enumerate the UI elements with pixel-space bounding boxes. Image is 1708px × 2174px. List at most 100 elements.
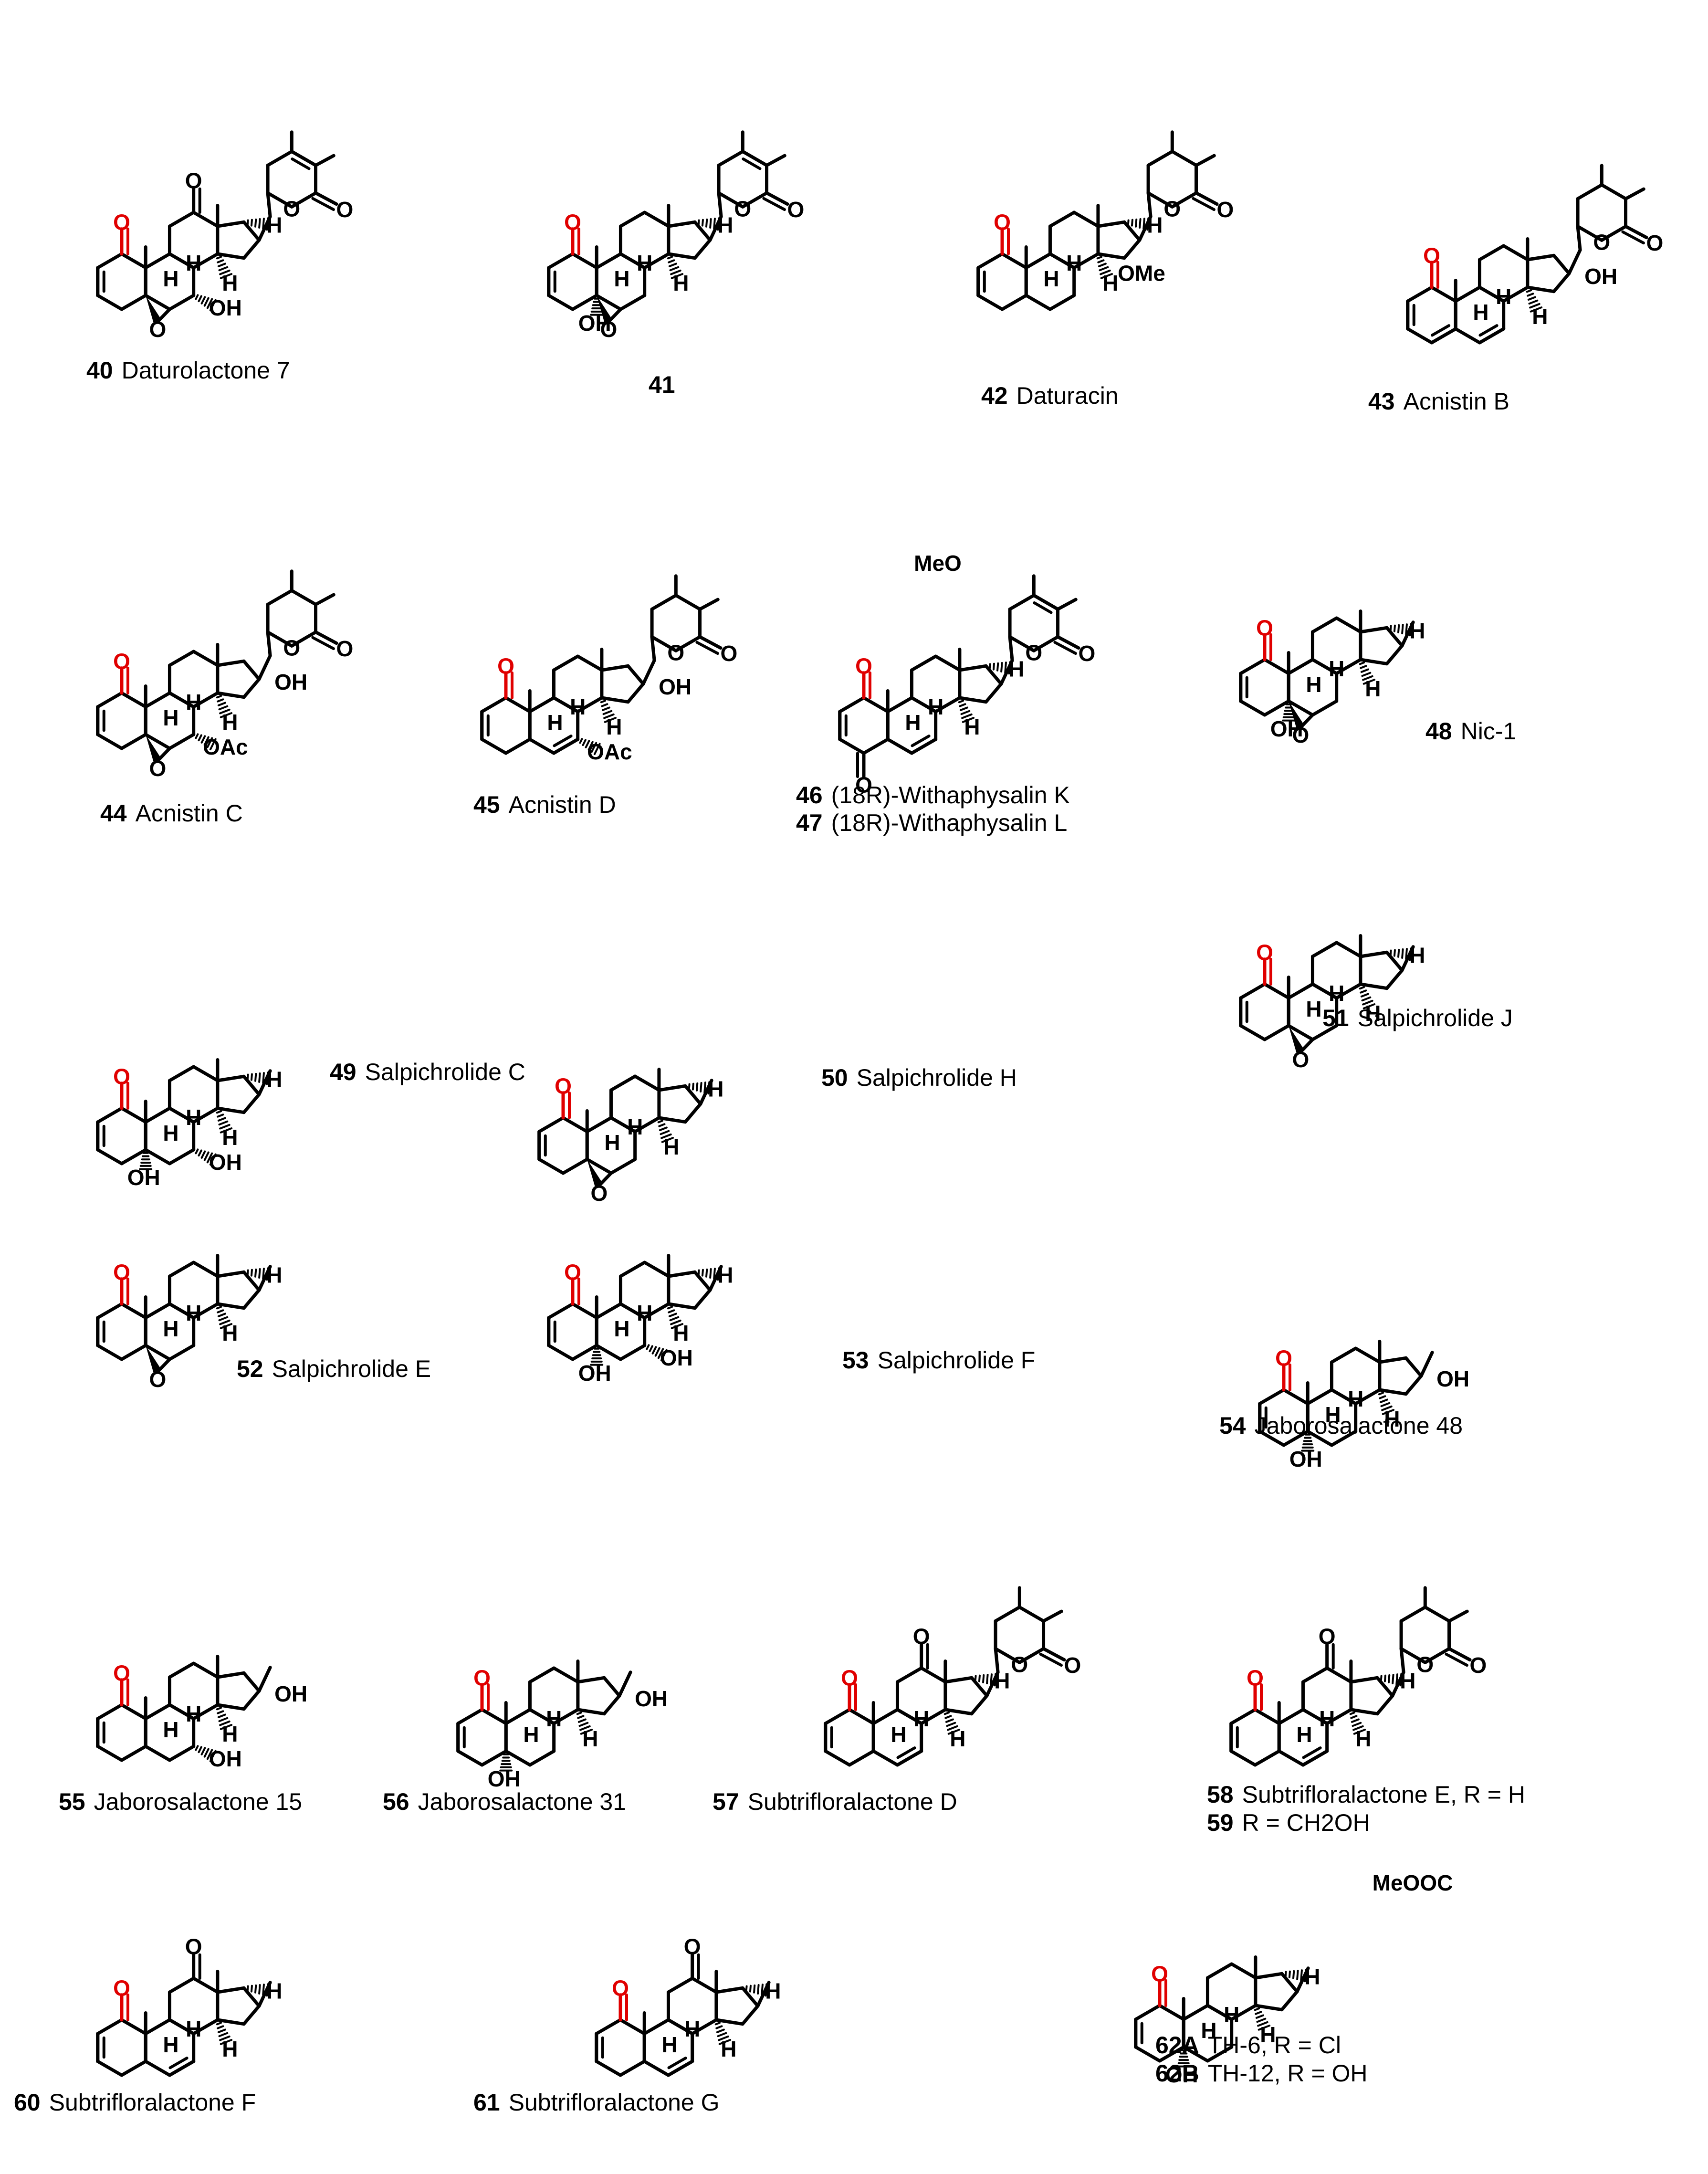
- bond: [96, 294, 124, 311]
- bond: [561, 1116, 589, 1134]
- ketone-oxygen: O: [113, 210, 130, 234]
- bond: [970, 1694, 989, 1716]
- bond: [1182, 2004, 1209, 2021]
- bond: [456, 1749, 484, 1767]
- bond: [192, 1106, 220, 1124]
- bond: [1032, 635, 1060, 652]
- carbonyl-oxygen: O: [1646, 231, 1664, 255]
- hash-bond: [209, 1153, 217, 1166]
- bond: [824, 1708, 851, 1725]
- hash-bond: [978, 1674, 981, 1682]
- hash-bond: [958, 700, 964, 704]
- bond: [976, 294, 1004, 311]
- hash-bond: [266, 1071, 269, 1085]
- ketone-oxygen: O: [473, 1665, 491, 1690]
- wedge-bond: [597, 295, 613, 324]
- bond: [1445, 1652, 1468, 1667]
- hash-bond: [659, 1126, 668, 1131]
- bond: [1600, 183, 1628, 200]
- compound-number: 41: [649, 371, 675, 398]
- bond: [674, 593, 702, 611]
- hash-bond: [714, 2022, 721, 2026]
- hash-bond: [1380, 1675, 1383, 1681]
- bond: [1378, 1356, 1408, 1364]
- bond: [1301, 1749, 1329, 1767]
- bond: [156, 746, 171, 763]
- hash-bond: [713, 1268, 716, 1280]
- junction-h: H: [1066, 251, 1082, 275]
- hash-bond: [1360, 989, 1367, 994]
- hash-bond: [1100, 269, 1111, 275]
- bond: [1008, 593, 1036, 611]
- substituent: OAc: [203, 735, 248, 759]
- compound-name: Jaborosalactone 31: [418, 1788, 626, 1815]
- bond: [643, 252, 671, 270]
- compound-name: Salpichrolide F: [878, 1347, 1036, 1374]
- hash-bond: [217, 2025, 224, 2029]
- compound-number: 51: [1322, 1005, 1349, 1031]
- hash-bond: [217, 2028, 226, 2033]
- bond: [650, 635, 678, 652]
- hash-bond: [947, 1729, 961, 1735]
- bond: [1280, 1990, 1299, 2012]
- compound-number: 45: [473, 791, 500, 818]
- hash-bond: [1257, 2021, 1268, 2027]
- bond: [618, 1302, 647, 1320]
- junction-h: H: [570, 694, 586, 719]
- bond: [480, 696, 508, 714]
- bond: [1258, 1388, 1286, 1406]
- hash-bond: [590, 742, 597, 753]
- bond: [504, 1708, 532, 1725]
- bond: [144, 252, 171, 270]
- bond: [1282, 1429, 1310, 1447]
- bond: [1205, 2004, 1234, 2021]
- hash-bond: [579, 1725, 591, 1731]
- bond: [1419, 1351, 1434, 1378]
- bond: [1122, 238, 1142, 260]
- hash-bond: [713, 218, 716, 230]
- hash-bond: [1528, 299, 1539, 305]
- hash-bond: [1360, 993, 1369, 998]
- ketone-oxygen: O: [113, 1064, 130, 1089]
- bond: [765, 191, 789, 206]
- junction-h: H: [222, 2037, 238, 2061]
- bond: [1302, 1746, 1322, 1759]
- hash-bond: [262, 218, 265, 230]
- bond: [910, 696, 938, 714]
- bond: [595, 2059, 622, 2077]
- bond: [1263, 699, 1290, 717]
- bond: [643, 210, 671, 228]
- bond: [1134, 2004, 1162, 2021]
- bond: [958, 664, 988, 672]
- hash-bond: [1362, 675, 1373, 681]
- bond: [571, 294, 598, 311]
- hash-bond: [1529, 303, 1540, 309]
- compound-name: (18R)-Withaphysalin K: [831, 782, 1070, 809]
- junction-h: H: [765, 1978, 781, 2003]
- bond: [120, 1703, 147, 1721]
- junction-h: H: [222, 1125, 238, 1150]
- bond: [216, 1302, 246, 1310]
- bond: [911, 735, 931, 747]
- hydroxyl: OH: [127, 1165, 160, 1190]
- ketone-oxygen: O: [841, 1665, 858, 1690]
- ketone-oxygen: O: [113, 1260, 130, 1284]
- bond: [693, 1288, 712, 1310]
- bond: [537, 1157, 565, 1175]
- bond: [96, 691, 124, 709]
- bond: [216, 2018, 246, 2026]
- bond: [886, 696, 913, 714]
- compound-name: Daturolactone 7: [122, 357, 290, 384]
- hash-bond: [577, 1715, 585, 1719]
- hash-bond: [671, 273, 684, 279]
- bond: [691, 1976, 718, 1994]
- junction-h: H: [661, 2032, 677, 2057]
- junction-h: H: [1325, 1402, 1341, 1427]
- hydroxyl: OH: [635, 1686, 668, 1711]
